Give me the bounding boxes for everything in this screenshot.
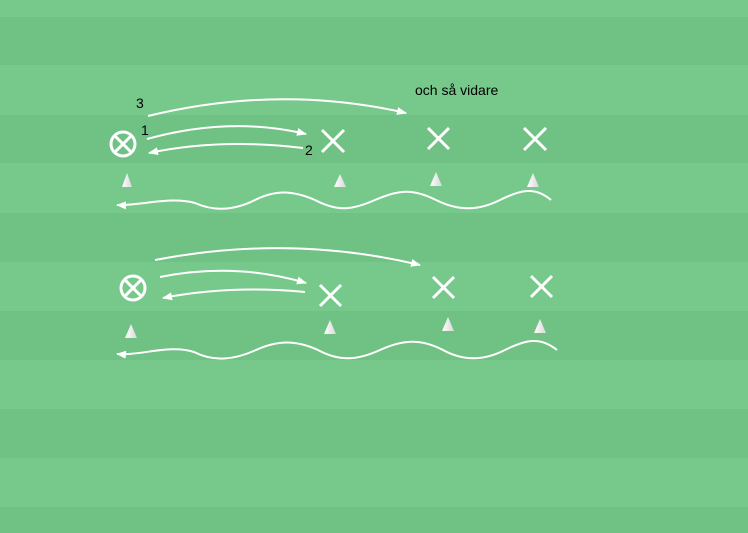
pass-arrow-1 (159, 269, 307, 285)
player-ball-icon (109, 130, 137, 158)
drill-1 (109, 98, 552, 210)
cone-icon (442, 317, 454, 331)
cones-2 (125, 317, 546, 338)
pass-arrow-1 (146, 125, 307, 140)
pass-arrow-2 (148, 143, 304, 156)
cone-icon (534, 319, 546, 333)
pass-arrow-3 (154, 247, 421, 267)
cone-icon (527, 173, 539, 187)
cone-icon (334, 174, 346, 187)
step-3-label: 3 (136, 95, 144, 111)
cones-1 (122, 172, 539, 187)
pass-arrow-3 (147, 98, 407, 117)
player-x-icon (318, 274, 554, 308)
step-1-label: 1 (141, 122, 149, 138)
cone-icon (324, 320, 336, 334)
dribble-wave (116, 190, 552, 210)
player-ball-icon (119, 274, 147, 302)
cone-icon (122, 173, 132, 187)
player-x-icon (320, 126, 548, 154)
continuation-label: och så vidare (415, 82, 498, 98)
step-2-label: 2 (305, 142, 313, 158)
cone-icon (125, 324, 137, 338)
pass-arrow-2 (162, 288, 306, 301)
dribble-wave (116, 340, 558, 360)
cone-icon (430, 172, 442, 186)
field-stripes (0, 17, 748, 533)
drill-2 (116, 247, 558, 360)
